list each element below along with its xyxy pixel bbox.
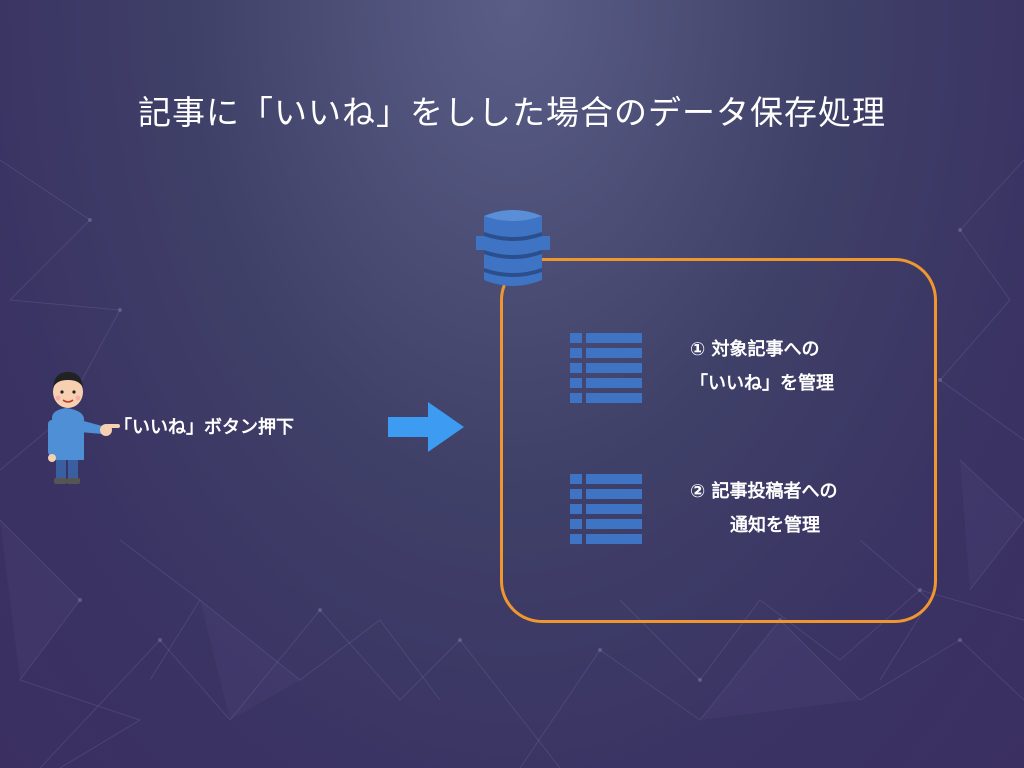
slide-title: 記事に「いいね」をしした場合のデータ保存処理 [138,93,886,132]
db-item-notifications-line1: ② 記事投稿者への [690,481,838,502]
db-item-likes-line2: 「いいね」を管理 [690,373,834,394]
db-item-likes: ① 対象記事への 「いいね」を管理 [690,333,834,401]
db-item-notifications-line2: 通知を管理 [730,515,820,536]
dynamodb-icon [476,210,550,286]
person-pointing-icon [48,372,120,484]
table-icon [570,333,642,403]
db-item-notifications: ② 記事投稿者への 通知を管理 [690,475,838,543]
right-arrow-icon [388,402,464,452]
database-container [500,258,937,623]
like-button-press-label: 「いいね」ボタン押下 [114,417,294,438]
db-item-likes-line1: ① 対象記事への [690,339,820,360]
table-icon [570,474,642,544]
